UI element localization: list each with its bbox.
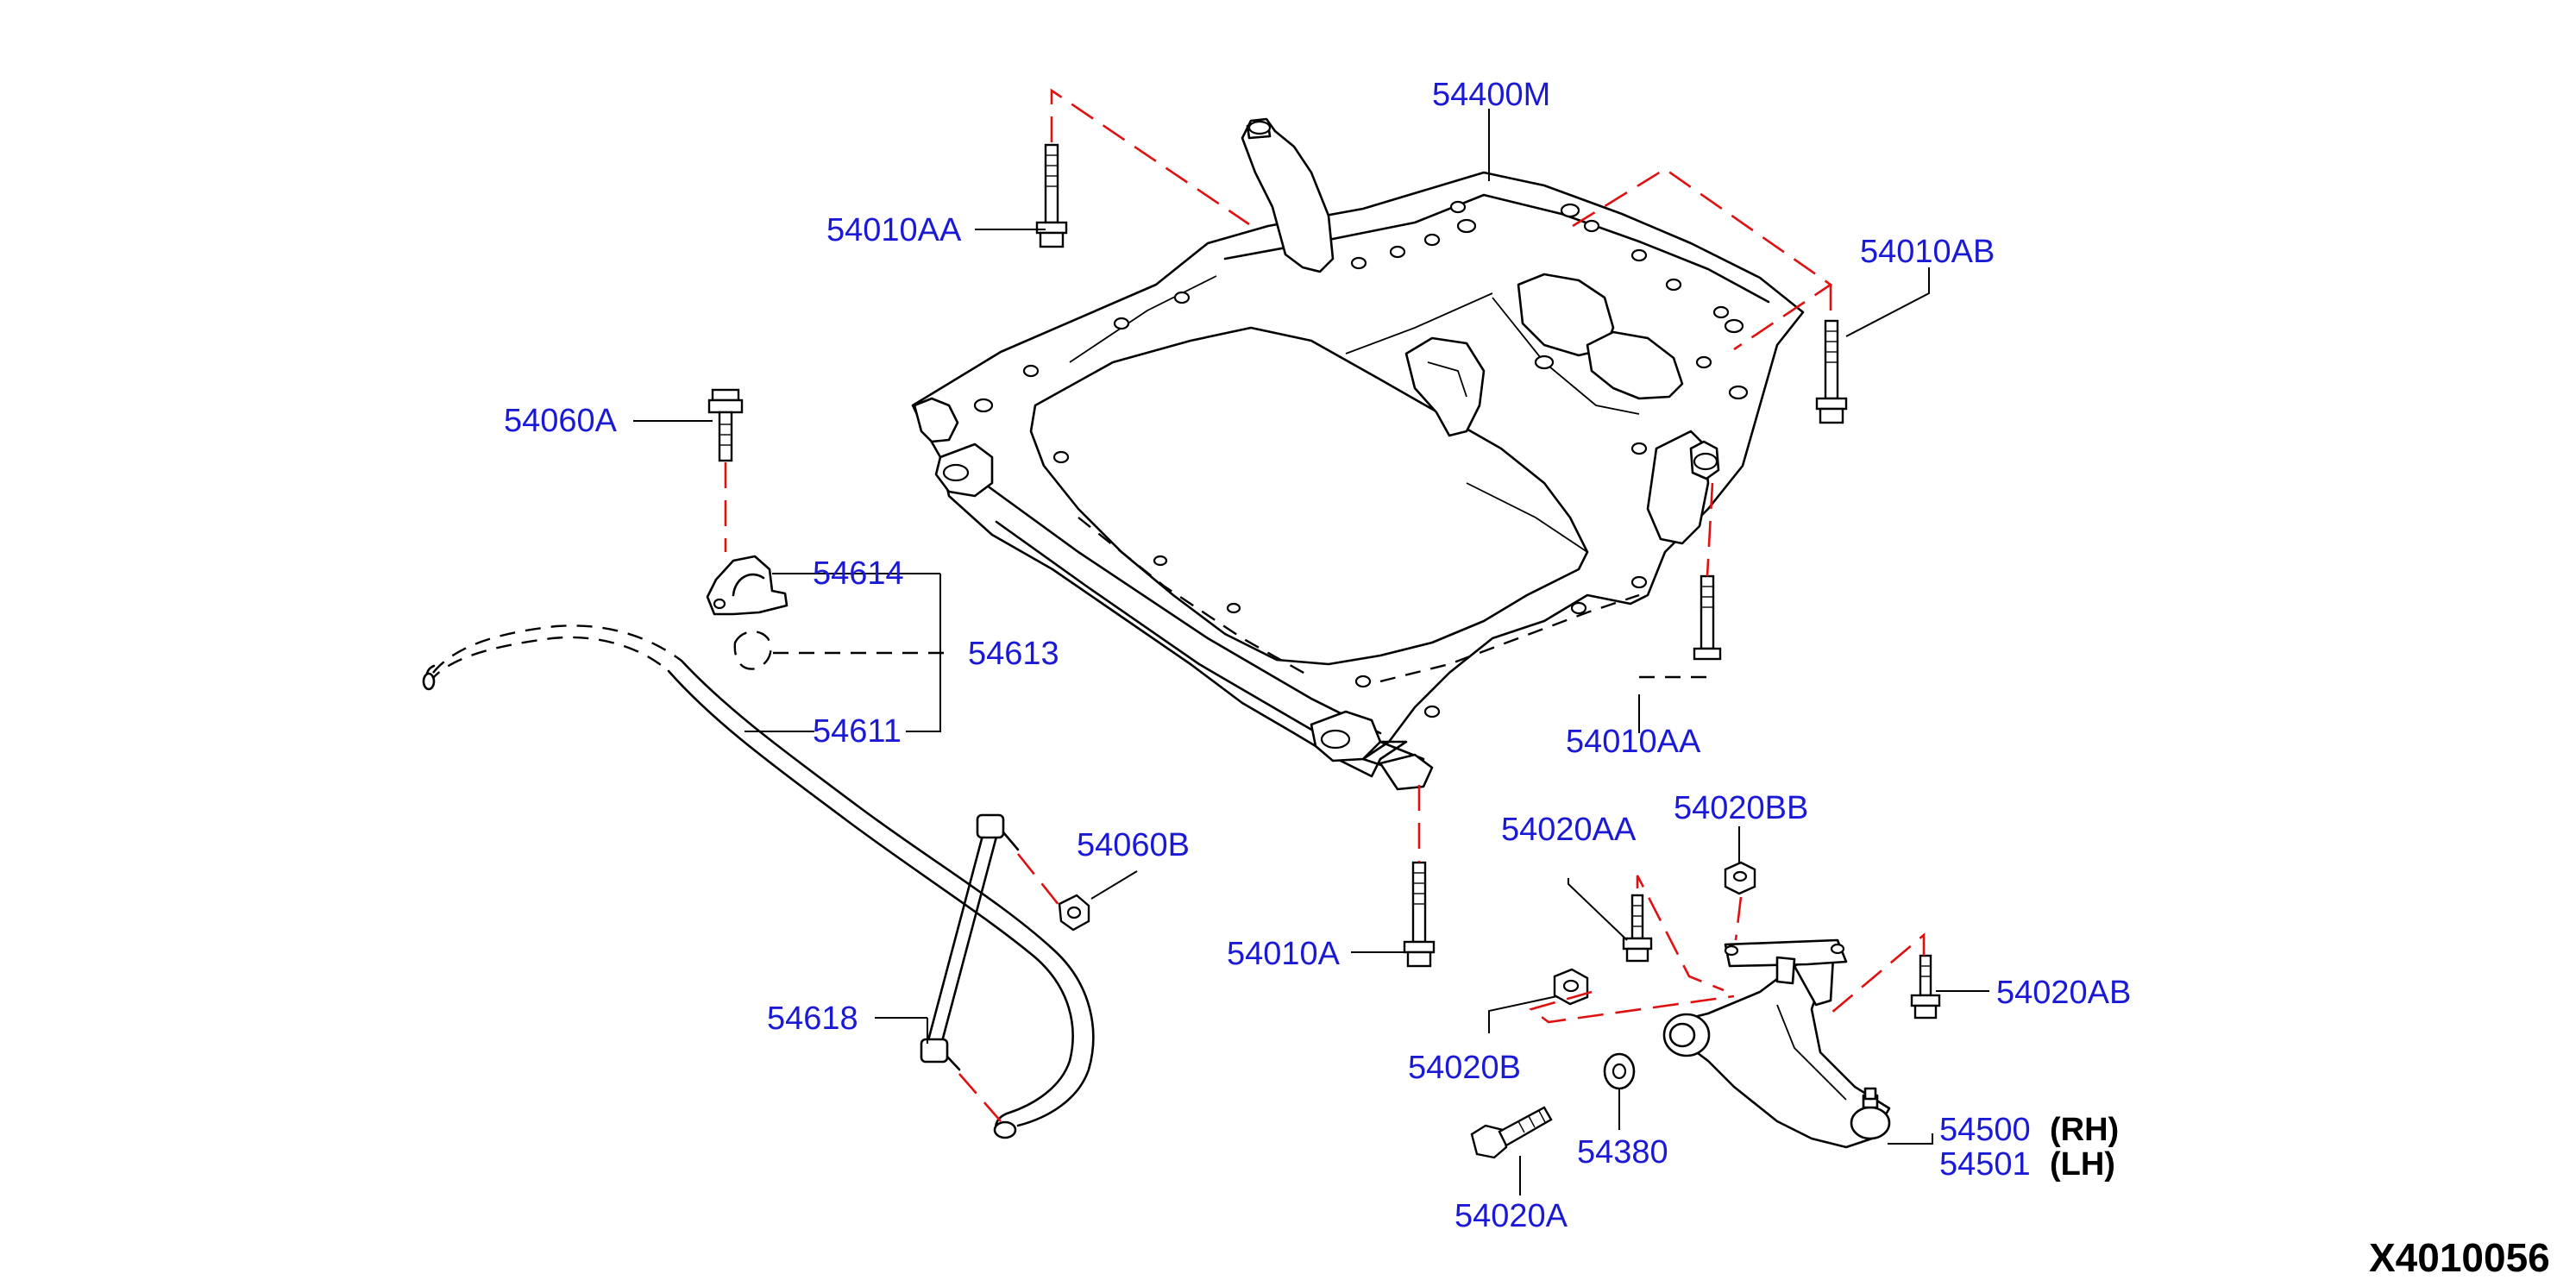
clamp-bolt xyxy=(707,388,744,462)
subframe-bolt-rear-right xyxy=(1815,319,1848,424)
subframe-bolt-rear-left xyxy=(1035,143,1068,248)
part-labels: 54400M 54010AA 54010AB 54060A 54614 5461… xyxy=(504,77,2550,1280)
label-subframe-bolt-front[interactable]: 54010A xyxy=(1227,936,1341,972)
label-stabilizer-bar[interactable]: 54611 xyxy=(813,713,902,750)
label-control-arm-lh[interactable]: 54501 xyxy=(1939,1146,2031,1183)
label-subframe-bolt-rear-left[interactable]: 54010AA xyxy=(826,212,962,248)
label-clamp-bolt[interactable]: 54060A xyxy=(504,403,618,439)
arm-nut-bb xyxy=(1724,861,1756,895)
arm-bolt-front xyxy=(1470,1106,1553,1159)
label-stabilizer-bushing[interactable]: 54613 xyxy=(968,636,1059,672)
label-control-arm-rh[interactable]: 54500 xyxy=(1939,1112,2031,1148)
label-rh-suffix: (RH) xyxy=(2050,1112,2119,1148)
label-arm-bolt-ab[interactable]: 54020AB xyxy=(1996,975,2131,1011)
label-washer[interactable]: 54380 xyxy=(1577,1134,1668,1170)
link-nut xyxy=(1058,894,1090,932)
label-lh-suffix: (LH) xyxy=(2050,1146,2115,1183)
stabilizer-bar xyxy=(422,624,1095,1139)
stabilizer-link xyxy=(920,813,1020,1071)
subframe-bolt-front xyxy=(1403,861,1436,968)
label-stabilizer-link[interactable]: 54618 xyxy=(767,1001,858,1037)
label-arm-nut-bb[interactable]: 54020BB xyxy=(1674,790,1808,826)
label-arm-bolt-front[interactable]: 54020A xyxy=(1454,1198,1568,1234)
installation-guide-lines xyxy=(724,88,1926,1122)
suspension-member xyxy=(911,117,1805,791)
washer xyxy=(1603,1052,1636,1090)
label-subframe-bolt-rear-right[interactable]: 54010AB xyxy=(1860,234,1995,270)
label-arm-bolt-a[interactable]: 54020AA xyxy=(1501,812,1637,848)
leader-lines xyxy=(633,109,1989,1195)
label-subframe[interactable]: 54400M xyxy=(1432,77,1550,113)
diagram-id: X4010056 xyxy=(2369,1235,2550,1280)
lower-control-arm xyxy=(1662,938,1891,1149)
stabilizer-clamp xyxy=(706,555,789,616)
label-arm-nut-b[interactable]: 54020B xyxy=(1408,1050,1521,1086)
stabilizer-bushing xyxy=(733,631,772,670)
arm-bolt-ab xyxy=(1910,954,1941,1020)
label-subframe-bolt-front-right[interactable]: 54010AA xyxy=(1566,724,1701,760)
subframe-bolt-front-right xyxy=(1639,574,1722,679)
label-stabilizer-clamp[interactable]: 54614 xyxy=(813,555,904,592)
arm-bolt-a xyxy=(1622,894,1653,963)
label-link-nut[interactable]: 54060B xyxy=(1077,827,1190,863)
